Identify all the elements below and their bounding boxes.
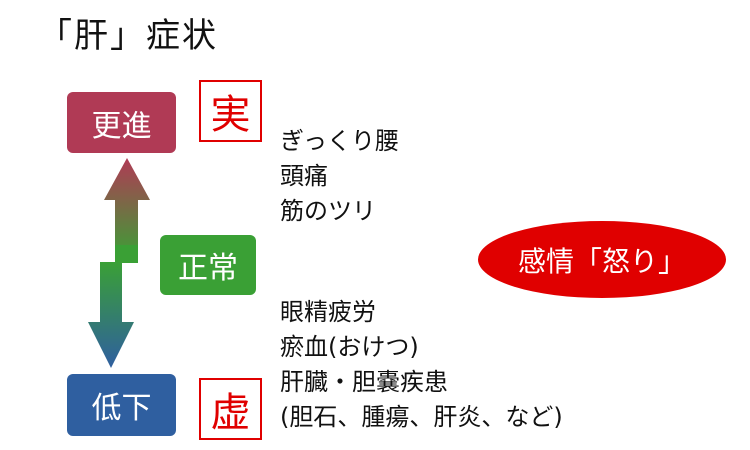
excess-symptom-list: ぎっくり腰 頭痛 筋のツリ — [280, 124, 399, 229]
arrow-up — [104, 158, 150, 260]
symptom-item: 筋のツリ — [280, 197, 376, 225]
symptom-item: 頭痛 — [280, 162, 328, 190]
page-title: 「肝」症状 — [38, 16, 218, 56]
state-decrease-box: 低下 — [67, 374, 176, 436]
state-normal-box: 正常 — [160, 235, 256, 295]
symptom-item: 肝臓・胆嚢疾患 — [280, 368, 448, 396]
symptom-item: ぎっくり腰 — [280, 127, 400, 155]
arrow-down — [88, 262, 134, 368]
symptom-item: 眼精疲労 — [280, 298, 376, 326]
deficiency-stamp: 虚 — [199, 378, 262, 440]
deficiency-symptom-list: 眼精疲労 瘀血(おけつ) 肝臓・胆嚢疾患 (胆石、腫瘍、肝炎、など) — [280, 295, 563, 435]
state-increase-box: 更進 — [67, 92, 176, 153]
emotion-badge: 感情「怒り」 — [478, 221, 726, 298]
excess-stamp: 実 — [199, 80, 262, 142]
symptom-item: (胆石、腫瘍、肝炎、など) — [280, 403, 563, 431]
symptom-item: 瘀血(おけつ) — [280, 333, 419, 361]
arrow-connector — [115, 245, 138, 263]
